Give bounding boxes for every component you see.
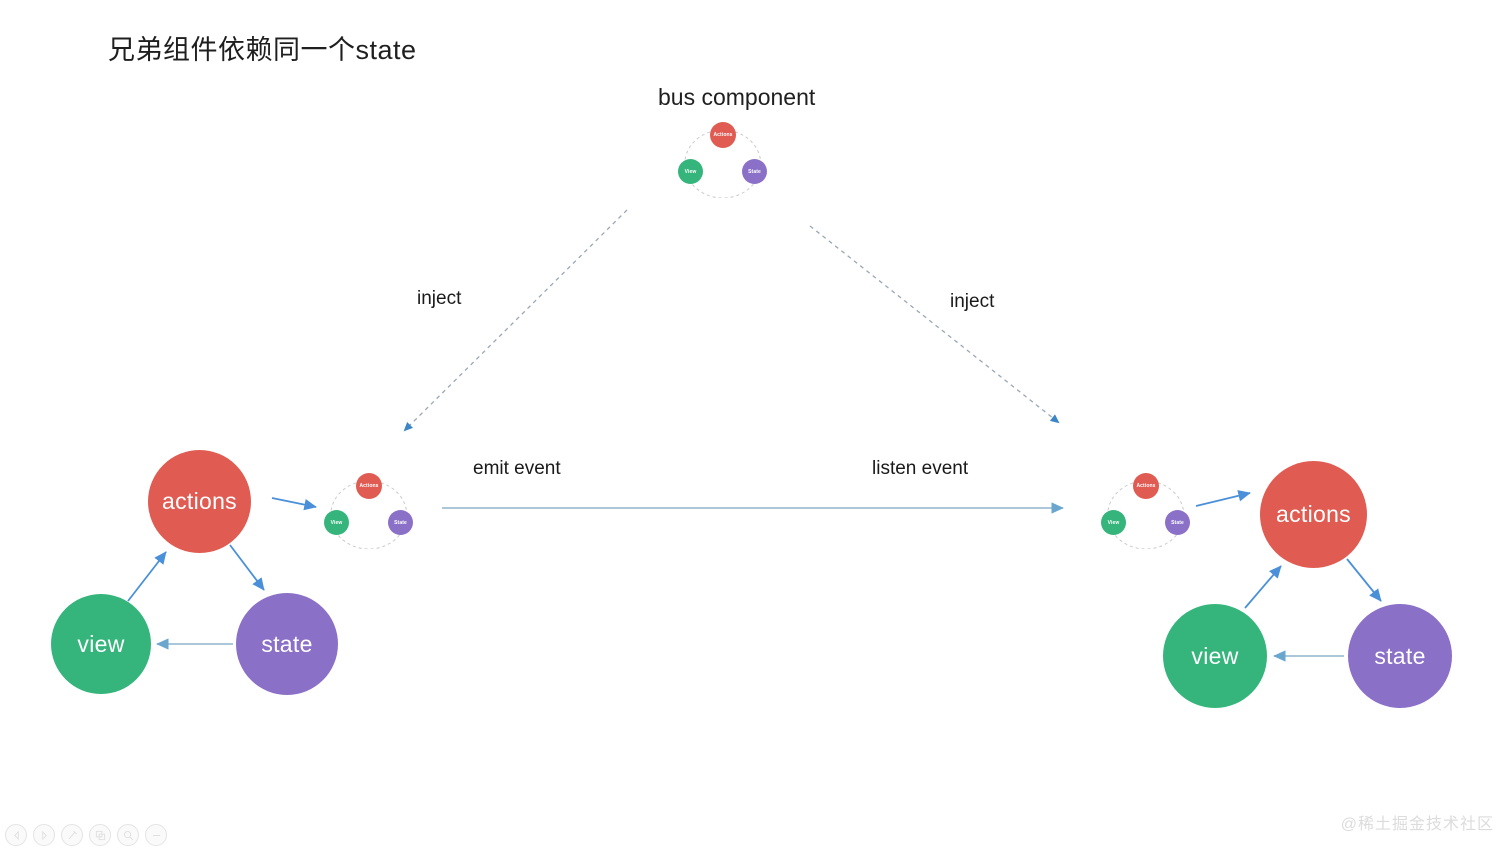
bus-mini-view: View xyxy=(678,159,703,184)
left-actions-to-bus-arrow xyxy=(271,497,317,511)
emit-event-label: emit event xyxy=(473,458,561,479)
inject-left-connector xyxy=(403,209,628,432)
more-icon[interactable] xyxy=(145,824,167,846)
viewer-toolbar[interactable] xyxy=(5,824,167,846)
next-icon[interactable] xyxy=(33,824,55,846)
left-mini-view: View xyxy=(324,510,349,535)
right-bus-to-actions-arrow xyxy=(1195,490,1251,507)
right-bus-triad: Actions View State xyxy=(1096,469,1196,549)
listen-event-label: listen event xyxy=(872,458,969,479)
right-mini-view: View xyxy=(1101,510,1126,535)
right-state-node: state xyxy=(1348,604,1452,708)
left-view-to-actions-arrow xyxy=(127,551,167,602)
left-state-node: state xyxy=(236,593,338,695)
pen-icon[interactable] xyxy=(61,824,83,846)
right-actions-node: actions xyxy=(1260,461,1367,568)
watermark: @稀土掘金技术社区 xyxy=(1340,816,1494,833)
page-title: 兄弟组件依赖同一个state xyxy=(108,35,417,65)
bus-component-triad: Actions View State xyxy=(673,118,773,198)
left-bus-triad: Actions View State xyxy=(319,469,419,549)
bus-component-label: bus component xyxy=(658,84,816,110)
left-actions-to-state-arrow xyxy=(229,544,265,591)
right-view-node: view xyxy=(1163,604,1267,708)
inject-left-label: inject xyxy=(417,288,462,309)
right-actions-to-state-arrow xyxy=(1346,558,1382,602)
right-mini-state: State xyxy=(1165,510,1190,535)
right-view-to-actions-arrow xyxy=(1244,565,1282,609)
bus-mini-state: State xyxy=(742,159,767,184)
left-mini-state: State xyxy=(388,510,413,535)
copy-icon[interactable] xyxy=(89,824,111,846)
left-view-node: view xyxy=(51,594,151,694)
bus-mini-actions: Actions xyxy=(710,122,736,148)
prev-icon[interactable] xyxy=(5,824,27,846)
zoom-icon[interactable] xyxy=(117,824,139,846)
left-mini-actions: Actions xyxy=(356,473,382,499)
right-mini-actions: Actions xyxy=(1133,473,1159,499)
inject-right-label: inject xyxy=(950,291,995,312)
inject-right-connector xyxy=(809,225,1060,424)
left-actions-node: actions xyxy=(148,450,251,553)
